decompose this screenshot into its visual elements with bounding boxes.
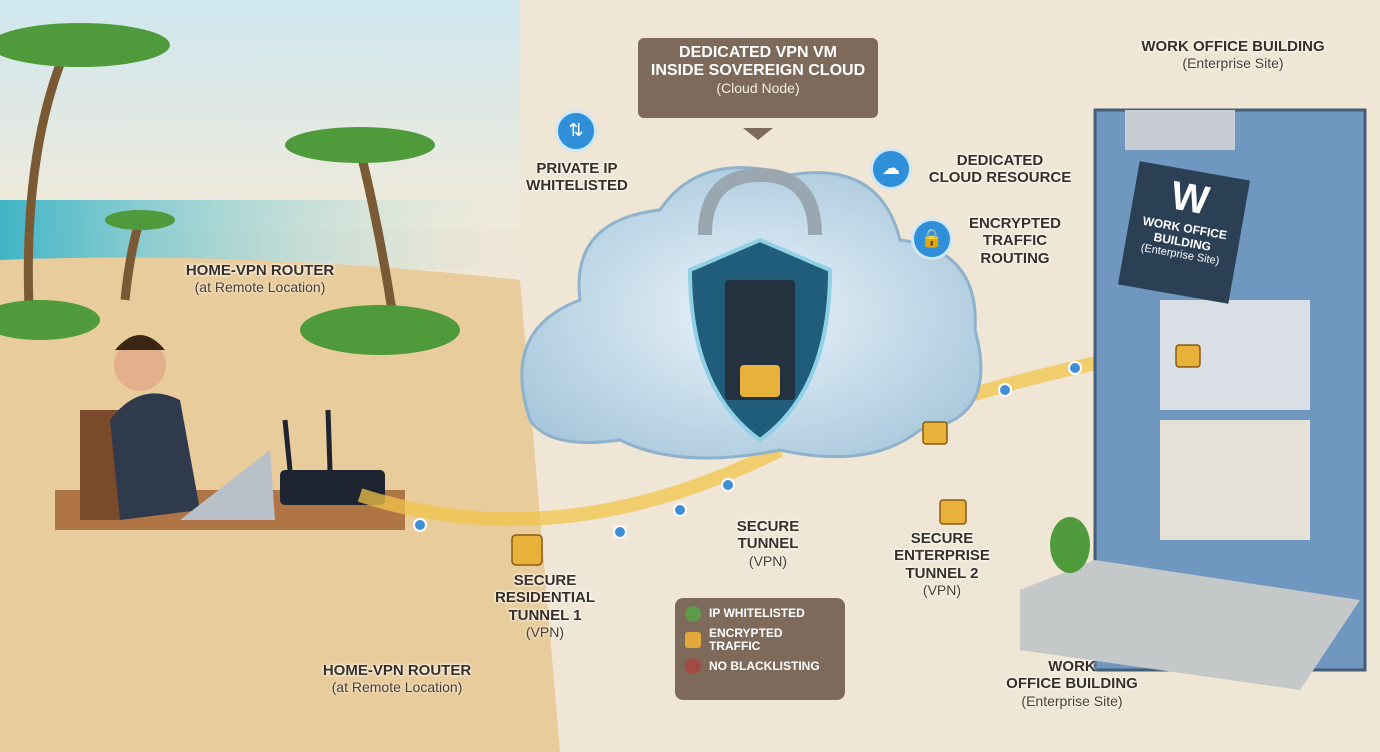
legend-item: ENCRYPTED TRAFFIC (685, 626, 835, 654)
office-top-label: WORK OFFICE BUILDING (Enterprise Site) (1141, 38, 1324, 71)
tunnel2-line4: (VPN) (922, 581, 962, 598)
tunnel2-line2: ENTERPRISE (894, 547, 990, 565)
cloud-resource-line1: DEDICATED (956, 152, 1044, 169)
shield-check-icon (685, 606, 701, 622)
cloud-resource-line2: CLOUD RESOURCE (928, 169, 1072, 187)
palm-leaves (0, 23, 460, 355)
cloud-upload-icon: ⇅ (555, 110, 597, 152)
lock-cloud-icon: 🔒 (911, 218, 953, 260)
tunnel-padlock-icon (511, 344, 1201, 566)
building-sign: W WORK OFFICE BUILDING (Enterprise Site) (1117, 161, 1251, 304)
tunnel1-line3: TUNNEL 1 (508, 606, 582, 624)
router-bottom-subtitle: (at Remote Location) (331, 679, 463, 696)
legend-item: IP WHITELISTED (685, 606, 835, 622)
office-bottom-subtitle: (Enterprise Site) (1021, 692, 1123, 709)
plaza (1020, 560, 1360, 690)
laptop (180, 450, 275, 520)
router-bottom-title: HOME-VPN ROUTER (322, 662, 472, 679)
tunnel-mid-line2: TUNNEL (737, 535, 799, 553)
cloud-icon: ☁ (870, 148, 912, 190)
office-top-subtitle: (Enterprise Site) (1182, 55, 1284, 72)
office-bottom-line1: WORK (1048, 658, 1096, 675)
callout-title-1: DEDICATED VPN VM (679, 44, 837, 61)
tunnel1-line2: RESIDENTIAL (494, 589, 596, 607)
private-ip-line1: PRIVATE IP (536, 160, 618, 177)
legend: IP WHITELISTED ENCRYPTED TRAFFIC NO BLAC… (675, 598, 845, 700)
tree (1050, 517, 1090, 573)
office-bottom-line2: OFFICE BUILDING (1006, 675, 1138, 693)
encrypted-routing-line2: TRAFFIC (982, 232, 1048, 250)
tunnel-mid-label: SECURE TUNNEL (VPN) (737, 518, 800, 569)
cloud-node-callout: DEDICATED VPN VM INSIDE SOVEREIGN CLOUD … (638, 38, 878, 140)
legend-label: ENCRYPTED TRAFFIC (709, 626, 783, 654)
tunnel1-line1: SECURE (513, 572, 577, 589)
private-ip-label: PRIVATE IP WHITELISTED (526, 160, 628, 195)
router-top-title: HOME-VPN ROUTER (185, 262, 335, 279)
tunnel1-label: SECURE RESIDENTIAL TUNNEL 1 (VPN) (495, 572, 595, 640)
router-top-label: HOME-VPN ROUTER (at Remote Location) (186, 262, 334, 295)
tunnel2-label: SECURE ENTERPRISE TUNNEL 2 (VPN) (894, 530, 990, 598)
encrypted-routing-label: ENCRYPTED TRAFFIC ROUTING (969, 215, 1061, 267)
legend-item: NO BLACKLISTING (685, 658, 835, 675)
cloud-resource-label: DEDICATED CLOUD RESOURCE (929, 152, 1072, 187)
legend-label: IP WHITELISTED (709, 606, 805, 621)
padlock-icon (740, 365, 780, 397)
private-ip-line2: WHITELISTED (526, 177, 628, 195)
router (280, 470, 385, 505)
padlock-shackle (698, 167, 822, 236)
router-bottom-label: HOME-VPN ROUTER (at Remote Location) (323, 662, 471, 695)
tunnel-mid-line1: SECURE (736, 518, 800, 535)
office-top-title: WORK OFFICE BUILDING (1141, 38, 1325, 55)
office-room (1160, 420, 1310, 540)
person (110, 393, 200, 520)
office-bottom-label: WORK OFFICE BUILDING (Enterprise Site) (1006, 658, 1138, 709)
tunnel1-line4: (VPN) (525, 623, 565, 640)
no-entry-icon (685, 658, 701, 675)
tunnel-mid-line3: (VPN) (748, 552, 788, 569)
tunnel2-line1: SECURE (910, 530, 974, 547)
callout-title-2: INSIDE SOVEREIGN CLOUD (650, 62, 866, 79)
padlock-icon (685, 632, 701, 649)
encrypted-routing-line3: ROUTING (980, 249, 1050, 267)
encrypted-routing-line1: ENCRYPTED (969, 215, 1061, 232)
tunnel2-line3: TUNNEL 2 (905, 564, 979, 582)
callout-subtitle: (Cloud Node) (716, 80, 800, 96)
router-top-subtitle: (at Remote Location) (194, 279, 326, 296)
legend-label: NO BLACKLISTING (709, 658, 820, 673)
